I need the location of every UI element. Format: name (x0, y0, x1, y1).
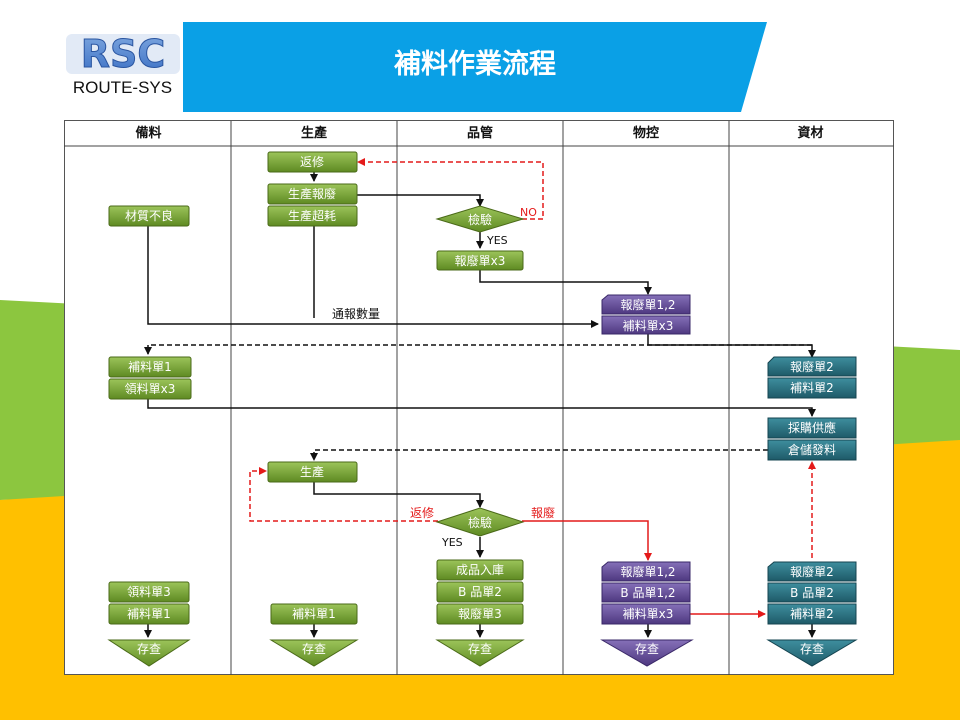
svg-text:補料單x3: 補料單x3 (623, 319, 674, 333)
lane-header-material: 資材 (797, 126, 824, 141)
node-supp2-mat-b: 補料單2 (767, 603, 857, 625)
label-yes-1: YES (486, 234, 508, 247)
svg-text:材質不良: 材質不良 (125, 208, 173, 223)
svg-text:補料單1: 補料單1 (127, 607, 171, 621)
node-inspect1: 檢驗 (435, 205, 525, 233)
svg-text:檢驗: 檢驗 (468, 515, 492, 530)
lane-grid (64, 121, 894, 675)
lane-header-prep: 備料 (135, 126, 162, 141)
header-bar (183, 22, 767, 112)
svg-text:採購供應: 採購供應 (788, 420, 836, 435)
node-supp-x3-ctl: 補料單x3 (601, 603, 691, 625)
node-supp2-mat: 補料單2 (767, 377, 857, 399)
node-req-x3: 領料單x3 (108, 378, 192, 400)
svg-text:成品入庫: 成品入庫 (456, 563, 504, 577)
node-store-ctl: 存查 (600, 639, 694, 667)
node-supp1-prod: 補料單1 (270, 603, 358, 625)
lane-header-production: 生產 (300, 126, 327, 141)
page-title: 補料作業流程 (394, 49, 556, 80)
purple-boxes: 報廢單1,2 補料單x3 報廢單1,2 B 品單1,2 補料單x3 (601, 294, 691, 625)
svg-text:檢驗: 檢驗 (468, 212, 492, 227)
node-prod-over: 生產超耗 (267, 205, 358, 227)
logo-text: ROUTE-SYS (72, 78, 173, 97)
svg-text:生產超耗: 生產超耗 (288, 208, 336, 223)
node-prod-scrap: 生產報廢 (267, 183, 358, 205)
node-warehouse: 倉儲發料 (767, 439, 857, 461)
svg-text:領料單x3: 領料單x3 (125, 381, 176, 396)
svg-text:報廢單3: 報廢單3 (458, 606, 502, 621)
svg-text:補料單1: 補料單1 (292, 607, 336, 621)
node-supp-x3: 補料單x3 (601, 315, 691, 335)
node-scrap-12: 報廢單1,2 (601, 294, 691, 315)
storage-triangles: 存查 存查 存查 存查 存查 (107, 639, 858, 667)
svg-text:存查: 存查 (468, 642, 492, 656)
lane-header-control: 物控 (632, 126, 659, 141)
label-no: NO (520, 206, 537, 219)
teal-boxes: 報廢單2 補料單2 採購供應 倉儲發料 報廢單2 B 品單2 補料單2 (767, 356, 857, 625)
svg-text:生產: 生產 (300, 464, 324, 479)
green-boxes: 返修 生產報廢 生產超耗 材質不良 報廢單x3 補料單1 領料單x3 生產 成品… (108, 151, 524, 625)
logo-box (62, 22, 183, 112)
node-store-prod: 存查 (269, 639, 359, 667)
label-scrap: 報廢 (531, 505, 555, 520)
lane-header-qc: 品管 (466, 126, 493, 141)
label-rework: 返修 (410, 505, 434, 520)
svg-text:倉儲發料: 倉儲發料 (788, 442, 836, 457)
node-finished: 成品入庫 (436, 559, 524, 581)
node-inspect2: 檢驗 (435, 507, 525, 537)
svg-text:存查: 存查 (800, 642, 824, 656)
svg-text:報廢單1,2: 報廢單1,2 (620, 564, 675, 579)
svg-text:B 品單2: B 品單2 (790, 586, 834, 600)
dashed-connectors (144, 344, 812, 461)
label-yes-2: YES (441, 536, 463, 549)
svg-text:RSC: RSC (81, 34, 166, 74)
svg-text:補料單1: 補料單1 (128, 360, 172, 374)
connectors (144, 172, 816, 638)
node-production: 生產 (267, 461, 358, 483)
node-purchase: 採購供應 (767, 417, 857, 439)
node-rework-top: 返修 (267, 151, 358, 173)
svg-text:補料單2: 補料單2 (790, 607, 834, 621)
node-scrap2-mat-b: 報廢單2 (767, 561, 857, 582)
node-store-qc: 存查 (435, 639, 525, 667)
red-dashed-connectors (249, 158, 816, 558)
logo-rsc-icon: RSC (66, 34, 180, 74)
node-scrap-x3-qc: 報廢單x3 (436, 250, 524, 271)
node-store-mat: 存查 (766, 639, 858, 667)
node-b-prod2-mat: B 品單2 (767, 582, 857, 603)
svg-text:存查: 存查 (137, 642, 161, 656)
svg-text:B 品單1,2: B 品單1,2 (620, 586, 675, 600)
svg-text:生產報廢: 生產報廢 (288, 186, 336, 201)
svg-text:存查: 存查 (635, 642, 659, 656)
node-supp1-prep-b: 補料單1 (108, 603, 190, 625)
node-b-prod2: B 品單2 (436, 581, 524, 603)
node-supp1-prep: 補料單1 (108, 356, 192, 378)
node-req3: 領料單3 (108, 581, 190, 603)
node-store-prep: 存查 (107, 639, 191, 667)
svg-text:返修: 返修 (300, 154, 324, 169)
svg-text:存查: 存查 (302, 642, 326, 656)
svg-text:報廢單x3: 報廢單x3 (455, 253, 506, 268)
svg-text:領料單3: 領料單3 (127, 584, 171, 599)
svg-text:報廢單2: 報廢單2 (790, 564, 834, 579)
node-material-bad: 材質不良 (108, 205, 190, 227)
red-connectors (522, 520, 766, 618)
svg-text:報廢單2: 報廢單2 (790, 359, 834, 374)
node-scrap3: 報廢單3 (436, 603, 524, 625)
svg-text:B 品單2: B 品單2 (458, 585, 502, 599)
svg-text:補料單x3: 補料單x3 (623, 607, 674, 621)
svg-text:補料單2: 補料單2 (790, 381, 834, 395)
node-b-prod12: B 品單1,2 (601, 582, 691, 603)
svg-text:報廢單1,2: 報廢單1,2 (620, 297, 675, 312)
node-scrap2-mat: 報廢單2 (767, 356, 857, 377)
label-notify-qty: 通報數量 (332, 307, 380, 321)
node-scrap-12-ctl: 報廢單1,2 (601, 561, 691, 582)
